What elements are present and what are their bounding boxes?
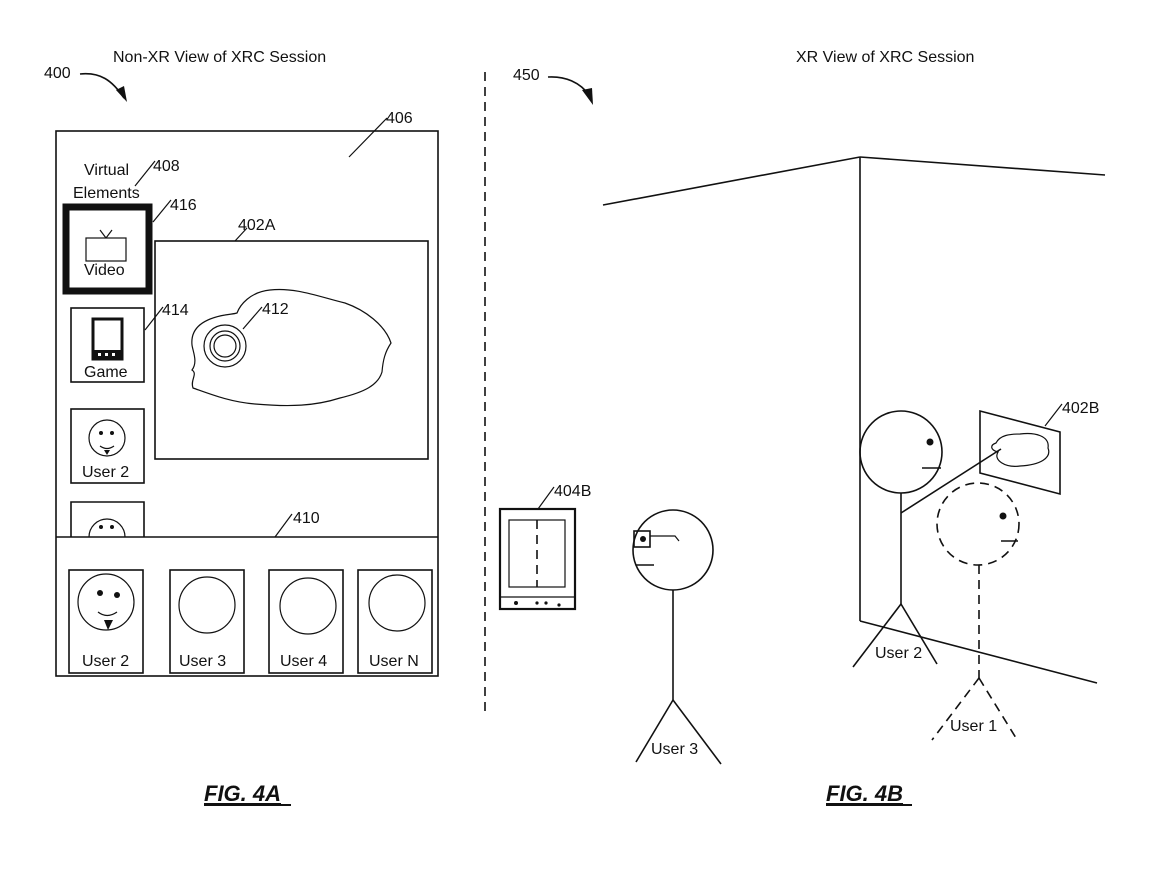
virtual-elements-label-2: Elements [73,185,140,202]
user-tile-label: User 3 [179,653,226,670]
sidebar-item-user-2[interactable]: User 2 [70,408,145,484]
virtual-object-402b [979,409,1061,496]
user-label: User 1 [950,718,997,735]
ref-414: 414 [162,302,189,319]
user-tile-label: User 4 [280,653,327,670]
user-tile-user-3[interactable]: User 3 [169,569,245,674]
figure-4a-caption: FIG. 4A [204,781,281,806]
ref-450-arrow [547,76,591,97]
figure-4b-caption: FIG. 4B [826,781,903,806]
sidebar-item-partial[interactable] [70,501,145,538]
figure-4a: Non-XR View of XRC Session 400 406 Virtu… [44,49,439,806]
user-label: User 2 [875,645,922,662]
user-1-figure: User 1 [931,482,1020,741]
ref-410-leader [274,513,293,538]
smiley-face-icon [88,419,126,457]
non-xr-window [55,130,439,677]
blank-avatar-icon [279,577,337,635]
ref-412: 412 [262,301,289,318]
user-2-figure: User 2 [852,410,1002,668]
user-tile-user-4[interactable]: User 4 [268,569,344,674]
sidebar-item-game[interactable]: Game [70,307,145,383]
ref-402b: 402B [1062,400,1099,417]
ref-450: 450 [513,67,540,84]
user-tile-label: User N [369,653,419,670]
ref-408: 408 [153,158,180,175]
figure-4b: XR View of XRC Session 450 404B [498,49,1106,806]
tablet-device-404b[interactable] [498,507,577,611]
ref-400-arrow [79,72,125,99]
ref-416: 416 [170,197,197,214]
user-tile-label: User 2 [82,653,129,670]
ref-408-leader [134,160,156,187]
room-corner [602,156,1106,684]
handheld-game-icon [91,317,124,361]
figure-4b-title: XR View of XRC Session [796,49,974,66]
smiley-face-icon [88,518,126,538]
ref-416-leader [152,199,172,223]
pointing-arm [900,448,1002,514]
selected-highlight [62,203,153,295]
ref-414-leader [144,306,164,331]
user-tile-user-2[interactable]: User 2 [68,569,144,674]
ref-450-arrowhead [582,88,593,105]
ref-404b-leader [537,486,555,510]
ref-406: 406 [386,110,413,127]
headset-icon [633,530,651,548]
sidebar-item-video[interactable]: Video [62,203,153,295]
content-area-402a [154,240,429,460]
virtual-blob [191,288,392,407]
user-3-figure: User 3 [632,509,722,765]
tv-icon [85,229,127,262]
blank-avatar-icon [368,574,426,632]
ref-402a-leader [234,227,248,242]
sidebar-item-label: User 2 [82,464,129,481]
virtual-elements-label-1: Virtual [84,162,129,179]
sidebar-item-label: Game [84,364,128,381]
target-rings-icon [203,324,247,368]
ref-400: 400 [44,65,71,82]
blank-avatar-icon [178,576,236,634]
user-tile-user-n[interactable]: User N [357,569,433,674]
sidebar-item-label: Video [84,262,125,279]
ref-412-leader [242,306,263,330]
ref-400-arrowhead [116,86,127,102]
figure-4a-title: Non-XR View of XRC Session [113,49,326,66]
ref-406-leader [348,117,388,158]
ref-404b: 404B [554,483,591,500]
ref-410: 410 [293,510,320,527]
ref-402a: 402A [238,217,276,234]
user-label: User 3 [651,741,698,758]
smiley-face-icon [77,573,135,631]
ref-402b-leader [1044,403,1063,427]
